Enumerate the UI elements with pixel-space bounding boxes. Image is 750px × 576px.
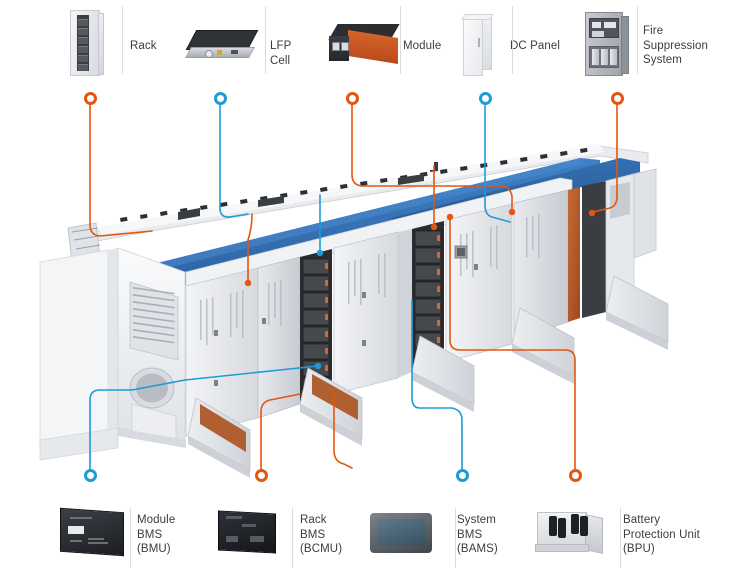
- legend-label-rack: Rack: [130, 40, 157, 52]
- top-legend-row: Rack LFP Cell Module DC Panel: [0, 0, 750, 85]
- callout-dot-system-bms[interactable]: [456, 469, 469, 482]
- callout-dot-module-bms[interactable]: [84, 469, 97, 482]
- legend-item-lfp-cell[interactable]: LFP Cell: [182, 0, 312, 85]
- lfp-cell-block-icon: [327, 22, 403, 66]
- legend-divider: [400, 6, 401, 74]
- bcmu-board-icon: [216, 510, 280, 554]
- callout-dot-rack-bms[interactable]: [255, 469, 268, 482]
- legend-item-fire-suppression[interactable]: Fire Suppression System: [575, 0, 750, 85]
- callout-dot-lfp-cell[interactable]: [214, 92, 227, 105]
- callout-dot-dc-panel[interactable]: [479, 92, 492, 105]
- legend-label-rack-bms: Rack BMS (BCMU): [300, 514, 343, 555]
- legend-divider: [265, 6, 266, 74]
- legend-divider: [455, 508, 456, 568]
- legend-label-dc-panel: DC Panel: [510, 40, 561, 52]
- callout-dot-module[interactable]: [346, 92, 359, 105]
- legend-label-lfp-cell: LFP Cell: [270, 40, 292, 67]
- legend-label-fire-suppression: Fire Suppression System: [643, 25, 709, 66]
- legend-item-rack-bms[interactable]: Rack BMS (BCMU): [210, 500, 385, 576]
- legend-divider: [637, 6, 638, 74]
- legend-label-system-bms: System BMS (BAMS): [457, 514, 498, 555]
- legend-divider: [130, 508, 131, 568]
- bmu-board-icon: [58, 507, 128, 557]
- bottom-legend-row: Module BMS (BMU) Rack BMS (BCMU) System …: [0, 500, 750, 576]
- callout-dot-rack[interactable]: [84, 92, 97, 105]
- legend-divider: [512, 6, 513, 74]
- legend-divider: [122, 6, 123, 74]
- callout-dot-fire-suppression[interactable]: [611, 92, 624, 105]
- rack-cabinet-icon: [70, 10, 104, 78]
- legend-item-system-bms[interactable]: System BMS (BAMS): [365, 500, 540, 576]
- legend-divider: [620, 508, 621, 568]
- bpu-box-icon: [531, 510, 605, 556]
- fire-suppression-cabinet-icon: [585, 10, 629, 76]
- legend-item-rack[interactable]: Rack: [62, 0, 182, 85]
- battery-module-tray-icon: [185, 26, 261, 64]
- hmi-touch-panel-icon: [369, 510, 435, 556]
- legend-item-module-bms[interactable]: Module BMS (BMU): [50, 500, 225, 576]
- legend-item-bpu[interactable]: Battery Protection Unit (BPU): [525, 500, 750, 576]
- legend-label-module: Module: [403, 40, 442, 52]
- legend-label-bpu: Battery Protection Unit (BPU): [623, 514, 700, 555]
- callout-dot-bpu[interactable]: [569, 469, 582, 482]
- legend-divider: [292, 508, 293, 568]
- legend-label-module-bms: Module BMS (BMU): [137, 514, 176, 555]
- dc-panel-cabinet-icon: [461, 12, 494, 76]
- legend-item-dc-panel[interactable]: DC Panel: [455, 0, 585, 85]
- legend-item-module[interactable]: Module: [325, 0, 455, 85]
